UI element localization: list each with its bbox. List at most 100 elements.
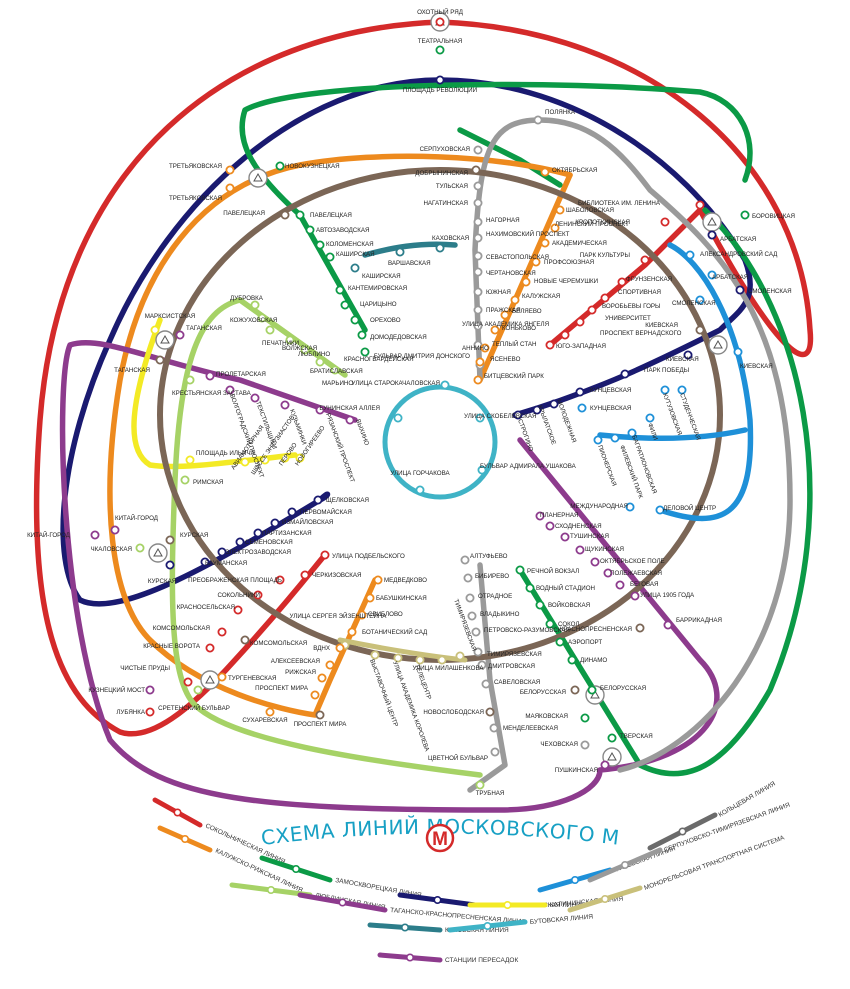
station-label-rechvok[interactable]: РЕЧНОЙ ВОКЗАЛ	[527, 567, 579, 575]
station-label-krest[interactable]: КРЕСТЬЯНСКАЯ ЗАСТАВА	[172, 390, 252, 397]
station-dot-kantem[interactable]	[335, 285, 345, 295]
station-label-caric[interactable]: ЦАРИЦЫНО	[360, 301, 397, 308]
station-dot-preobr[interactable]	[275, 575, 285, 585]
station-dot-petrraz[interactable]	[471, 627, 481, 637]
station-dot-rizh[interactable]	[317, 673, 327, 683]
station-dot-shodn[interactable]	[545, 521, 555, 531]
station-dot-aviamot[interactable]	[240, 457, 250, 467]
station-dot-vyhino[interactable]	[345, 415, 355, 425]
station-dot-kozh[interactable]	[257, 313, 267, 323]
station-label-kunc[interactable]: КУНЦЕВСКАЯ	[590, 387, 631, 394]
station-label-frunz[interactable]: ФРУНЗЕНСКАЯ	[626, 276, 672, 283]
station-dot-nagorn[interactable]	[473, 217, 483, 227]
station-label-kolom[interactable]: КОЛОМЕНСКАЯ	[326, 241, 374, 248]
station-label-kahov[interactable]: КАХОВСКАЯ	[432, 235, 469, 242]
station-dot-akadem[interactable]	[540, 238, 550, 248]
station-dot-ulkor[interactable]	[393, 653, 403, 663]
station-dot-partiz[interactable]	[253, 528, 263, 538]
station-label-chert[interactable]: ЧЕРТАНОВСКАЯ	[486, 270, 536, 277]
station-label-dobr[interactable]: ДОБРЫНИНСКАЯ	[415, 170, 468, 177]
station-label-kantem[interactable]: КАНТЕМИРОВСКАЯ	[348, 285, 407, 292]
station-label-ulsergeis[interactable]: УЛИЦА СЕРГЕЯ ЭЙЗЕНШТЕЙНА	[290, 612, 388, 620]
station-label-turgen[interactable]: ТУРГЕНЕВСКАЯ	[228, 675, 277, 682]
station-label-nagat[interactable]: НАГАТИНСКАЯ	[423, 200, 468, 207]
station-dot-mendel[interactable]	[489, 723, 499, 733]
transfer-tagan[interactable]	[155, 330, 175, 350]
station-dot-kitay2[interactable]	[90, 530, 100, 540]
station-dot-annino[interactable]	[473, 340, 483, 350]
transfer-alexsad[interactable]	[702, 212, 722, 232]
station-dot-belor[interactable]	[587, 685, 597, 695]
station-label-avtoz[interactable]: АВТОЗАВОДСКАЯ	[316, 227, 369, 234]
station-dot-alekseev[interactable]	[325, 660, 335, 670]
station-label-akadem[interactable]: АКАДЕМИЧЕСКАЯ	[552, 240, 607, 247]
station-label-lyublino[interactable]: ЛЮБЛИНО	[298, 351, 330, 358]
station-dot-parkkult[interactable]	[640, 255, 650, 265]
station-label-pavel2[interactable]: ПАВЕЛЕЦКАЯ	[310, 212, 352, 219]
station-dot-alexsad[interactable]	[685, 250, 695, 260]
station-dot-pavel[interactable]	[280, 210, 290, 220]
station-label-kiev3[interactable]: КИЕВСКАЯ	[666, 356, 699, 363]
station-label-mendel[interactable]: МЕНДЕЛЕЕВСКАЯ	[503, 725, 558, 732]
station-label-pechat[interactable]: ПЕЧАТНИКИ	[262, 340, 299, 347]
station-label-arbat[interactable]: АРБАТСКАЯ	[720, 236, 756, 243]
station-label-sevast[interactable]: СЕВАСТОПОЛЬСКАЯ	[486, 254, 549, 261]
station-label-nahim[interactable]: НАХИМОВСКИЙ ПРОСПЕКТ	[486, 230, 570, 238]
station-dot-babush[interactable]	[365, 593, 375, 603]
station-dot-filpark[interactable]	[610, 433, 620, 443]
station-label-dmitr[interactable]: ДМИТРОВСКАЯ	[488, 663, 535, 670]
station-dot-mezhd[interactable]	[625, 502, 635, 512]
station-label-kuzm[interactable]: КУЗЬМИНКИ	[288, 408, 307, 445]
station-label-ulpodb[interactable]: УЛИЦА ПОДБЕЛЬСКОГО	[332, 553, 405, 560]
station-label-kashir[interactable]: КАШИРСКАЯ	[336, 251, 375, 258]
station-label-novokuz[interactable]: НОВОКУЗНЕЦКАЯ	[285, 163, 340, 170]
station-dot-izmail[interactable]	[270, 518, 280, 528]
station-dot-chert[interactable]	[473, 267, 483, 277]
station-dot-tretyak[interactable]	[225, 183, 235, 193]
station-dot-bibir[interactable]	[463, 573, 473, 583]
station-label-chistpr[interactable]: ЧИСТЫЕ ПРУДЫ	[120, 665, 170, 672]
station-dot-teplst[interactable]	[480, 343, 490, 353]
station-label-sukhar[interactable]: СУХАРЕВСКАЯ	[242, 717, 287, 724]
station-dot-komsom2[interactable]	[240, 635, 250, 645]
station-dot-vystcent[interactable]	[370, 650, 380, 660]
station-dot-sevast[interactable]	[473, 251, 483, 261]
station-dot-ulmil[interactable]	[437, 655, 447, 665]
station-dot-kashir[interactable]	[325, 252, 335, 262]
station-dot-kutuz[interactable]	[660, 385, 670, 395]
station-label-ohotny[interactable]: ОХОТНЫЙ РЯД	[417, 8, 464, 16]
station-label-tretyak[interactable]: ТРЕТЬЯКОВСКАЯ	[169, 195, 222, 202]
station-label-kiev[interactable]: КИЕВСКАЯ	[645, 322, 678, 329]
station-dot-ulskob[interactable]	[475, 413, 485, 423]
station-dot-kaluzh[interactable]	[510, 295, 520, 305]
station-dot-molod[interactable]	[549, 399, 559, 409]
station-label-vorob[interactable]: ВОРОБЬЕВЫ ГОРЫ	[602, 303, 661, 310]
station-dot-varsh[interactable]	[395, 247, 405, 257]
station-label-tush[interactable]: ТУШИНСКАЯ	[570, 533, 609, 540]
station-dot-bibl[interactable]	[695, 200, 705, 210]
station-dot-planer[interactable]	[535, 511, 545, 521]
station-dot-bitpark[interactable]	[473, 375, 483, 385]
station-dot-oktyab[interactable]	[540, 167, 550, 177]
station-dot-bratisl[interactable]	[315, 357, 325, 367]
station-label-bratisl[interactable]: БРАТИСЛАВСКАЯ	[310, 368, 363, 375]
transfer-kiev[interactable]	[708, 335, 728, 355]
station-dot-chehov[interactable]	[580, 740, 590, 750]
station-label-sokol[interactable]: СОКОЛ	[558, 621, 579, 628]
station-label-kuzmost[interactable]: КУЗНЕЦКИЙ МОСТ	[88, 686, 145, 694]
transfer-kurskaya[interactable]	[148, 543, 168, 563]
station-dot-krasnos[interactable]	[233, 605, 243, 615]
station-label-kashir2[interactable]: КАШИРСКАЯ	[362, 273, 401, 280]
station-label-novosl[interactable]: НОВОСЛОБОДСКАЯ	[423, 709, 484, 716]
station-label-teatr[interactable]: ТЕАТРАЛЬНАЯ	[418, 38, 463, 45]
transfer-turg[interactable]	[200, 670, 220, 690]
station-label-kozh[interactable]: КОЖУХОВСКАЯ	[230, 317, 277, 324]
station-label-smol[interactable]: СМОЛЕНСКАЯ	[748, 288, 792, 295]
station-dot-ryazpr[interactable]	[315, 405, 325, 415]
station-label-kutuz[interactable]: КУТУЗОВСКАЯ	[661, 392, 683, 436]
station-dot-tagan2[interactable]	[155, 355, 165, 365]
station-dot-krest[interactable]	[185, 375, 195, 385]
station-label-ulmil[interactable]: УЛИЦА МИЛАШЕНКОВА	[412, 665, 484, 672]
station-label-otrad[interactable]: ОТРАДНОЕ	[478, 593, 512, 600]
station-dot-elektro[interactable]	[217, 547, 227, 557]
